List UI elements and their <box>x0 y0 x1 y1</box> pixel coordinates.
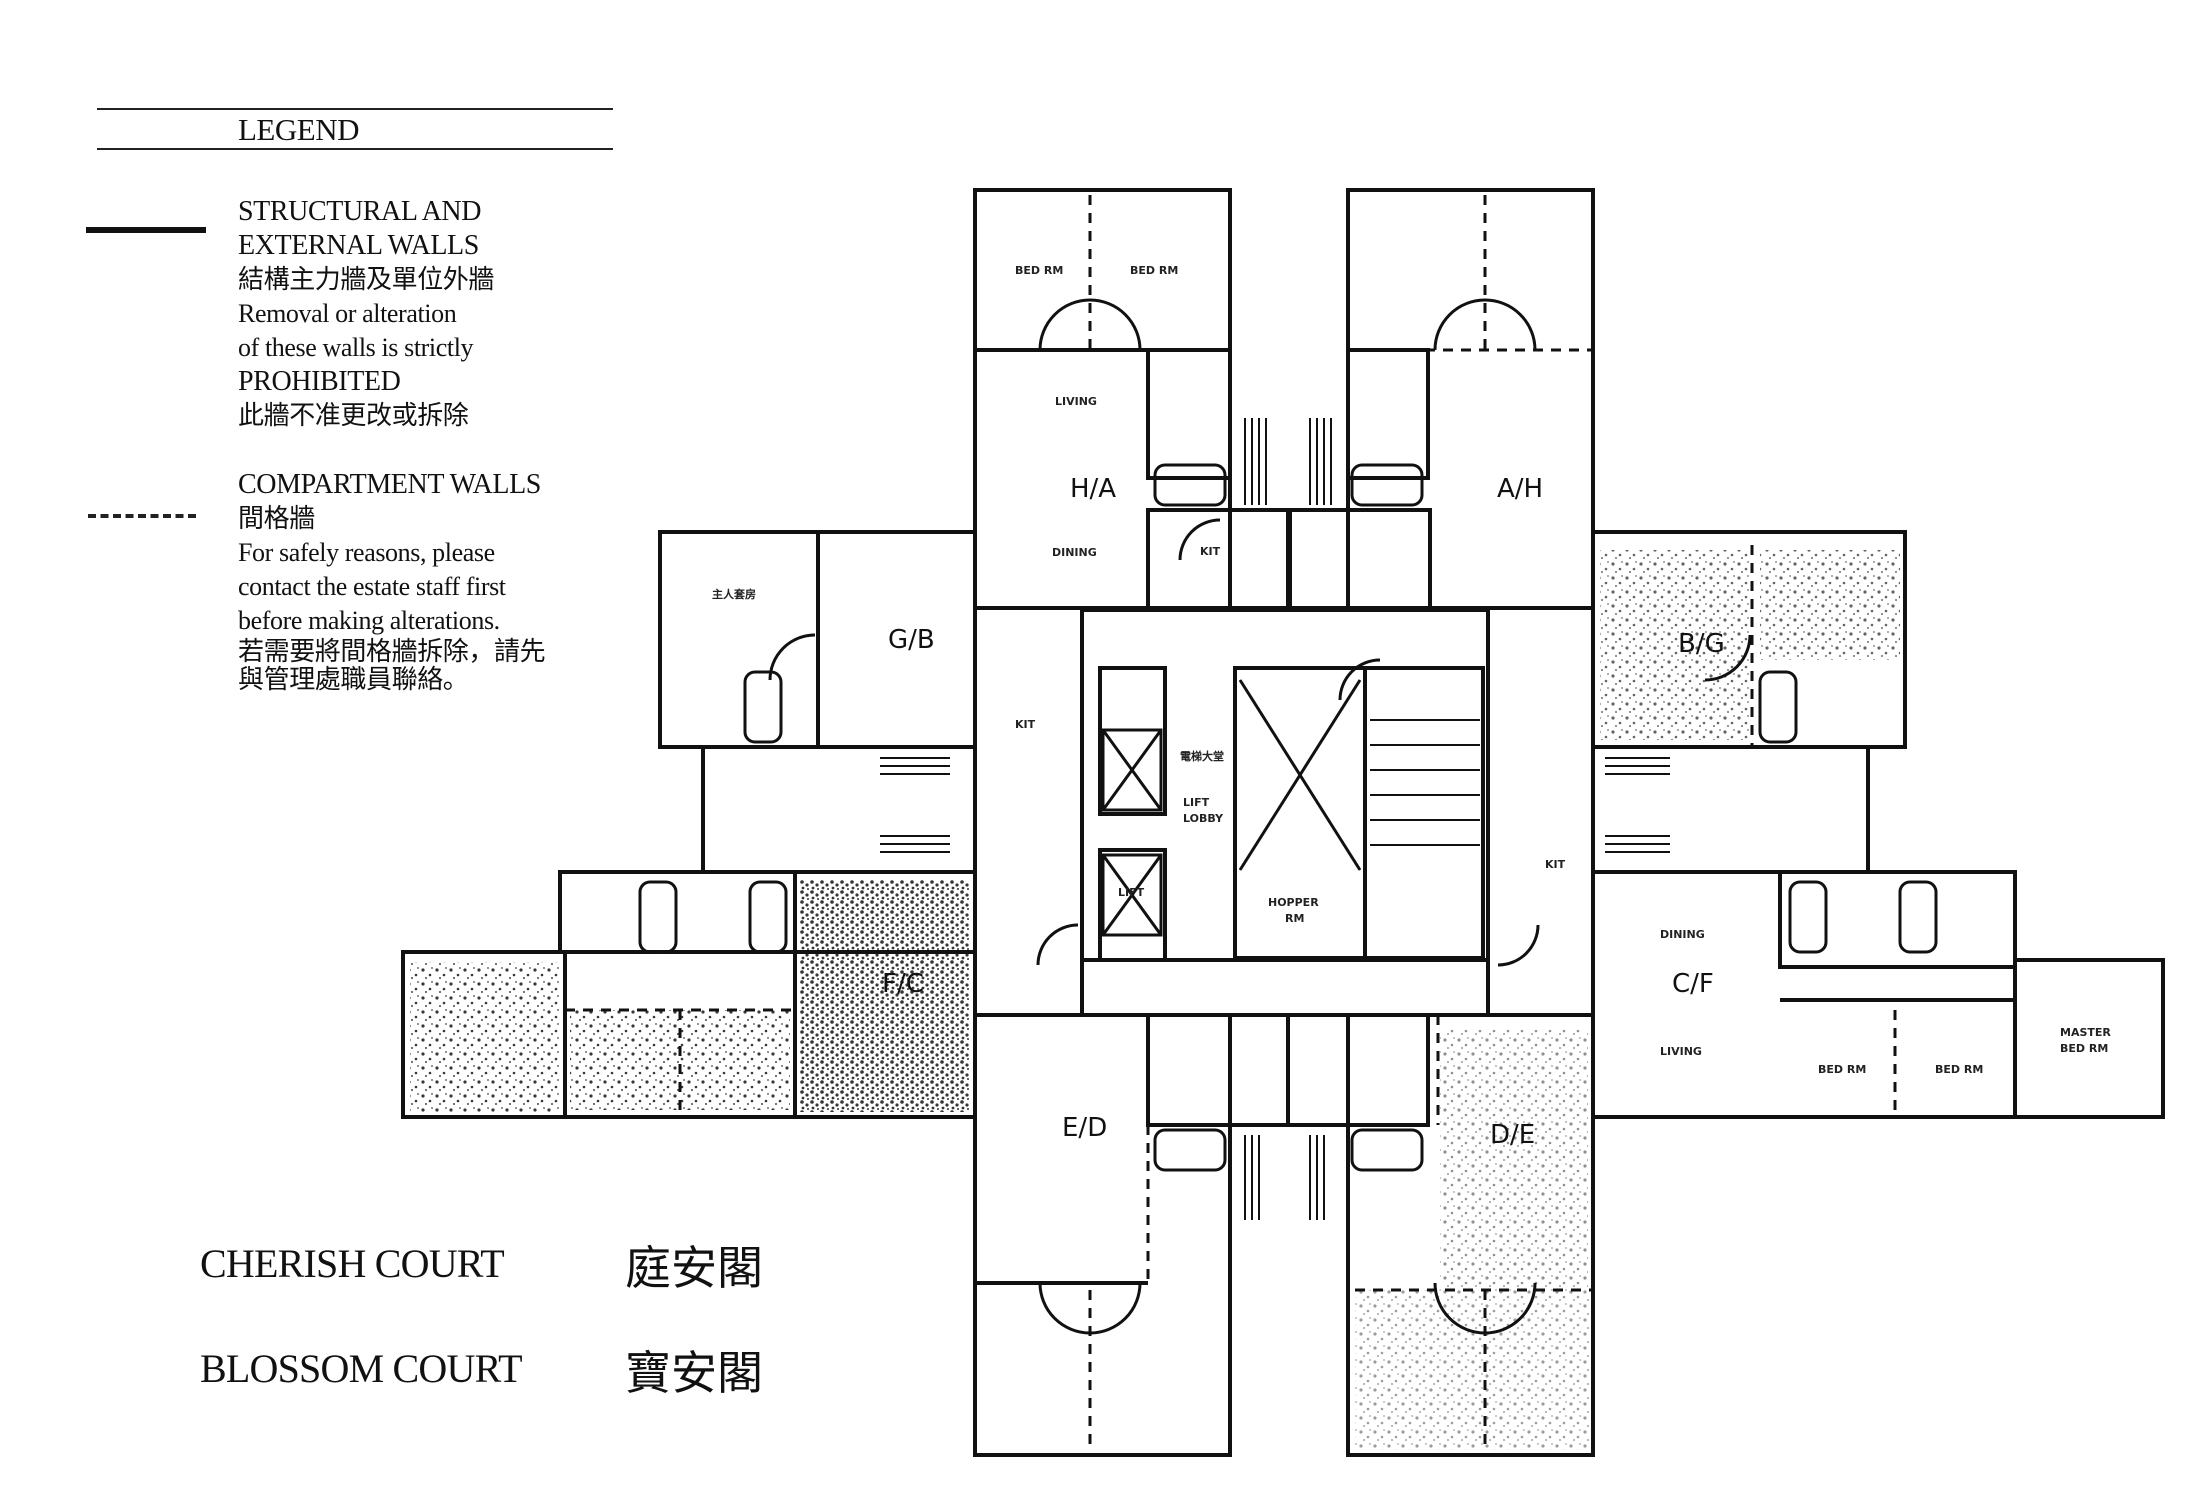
court-name-zh: 庭安閣 <box>625 1241 763 1295</box>
legend-line: 此牆不准更改或拆除 <box>238 401 469 431</box>
room-label: BED RM <box>1130 264 1178 277</box>
unit-label-ha: H/A <box>1070 474 1116 504</box>
room-label: KIT <box>1200 545 1221 558</box>
legend-line: 間格牆 <box>238 504 315 534</box>
room-label: LOBBY <box>1183 812 1224 825</box>
unit-de-walls <box>1286 1013 1595 1457</box>
room-label: MASTER <box>2060 1026 2111 1039</box>
legend-line: contact the estate staff first <box>238 572 506 601</box>
room-label: LIVING <box>1660 1045 1702 1058</box>
unit-label-ah: A/H <box>1497 474 1543 504</box>
room-label: RM <box>1285 912 1304 925</box>
unit-ed-walls <box>973 1013 1290 1457</box>
court-name-zh: 寶安閣 <box>625 1346 763 1400</box>
unit-ah-walls <box>1288 188 1595 610</box>
bathtubs <box>638 463 1938 1172</box>
unit-label-ed: E/D <box>1062 1113 1107 1143</box>
unit-label-fc: F/C <box>882 969 924 999</box>
legend-line: 結構主力牆及單位外牆 <box>238 265 495 295</box>
legend-line: STRUCTURAL AND <box>238 196 482 227</box>
unit-label-cf: C/F <box>1672 969 1714 999</box>
room-label: BED RM <box>2060 1042 2108 1055</box>
stair-treads <box>880 418 1670 1220</box>
legend-bottom-rule <box>97 148 613 150</box>
room-label: KIT <box>1545 858 1566 871</box>
legend-line: of these walls is strictly <box>238 333 474 362</box>
lift-cars <box>1101 679 1362 937</box>
room-label: KIT <box>1015 718 1036 731</box>
room-label: BED RM <box>1935 1063 1983 1076</box>
room-labels: BED RM BED RM LIVING DINING KIT 主人套房 電梯大… <box>712 264 2111 1076</box>
legend-top-rule <box>97 108 613 110</box>
legend-line: PROHIBITED <box>238 366 401 397</box>
legend-line: 與管理處職員聯絡。 <box>238 665 469 695</box>
unit-label-bg: B/G <box>1678 629 1725 659</box>
unit-label-de: D/E <box>1490 1120 1535 1150</box>
compartment-walls <box>565 195 1897 1450</box>
room-label: LIFT <box>1183 796 1210 809</box>
legend-line: before making alterations. <box>238 606 500 635</box>
unit-cf-walls <box>1591 870 2165 1119</box>
legend-line: COMPARTMENT WALLS <box>238 469 541 500</box>
legend-title: LEGEND <box>238 112 359 147</box>
compartment-wall-swatch <box>88 514 196 518</box>
legend-line: Removal or alteration <box>238 299 457 328</box>
room-label: BED RM <box>1818 1063 1866 1076</box>
room-label: HOPPER <box>1268 896 1319 909</box>
structural-wall-swatch <box>86 227 206 233</box>
compartment-wall-description: COMPARTMENT WALLS 間格牆 For safely reasons… <box>238 468 546 695</box>
room-label: BED RM <box>1015 264 1063 277</box>
door-swings <box>768 298 1752 1335</box>
room-label: LIVING <box>1055 395 1097 408</box>
room-label: 電梯大堂 <box>1180 749 1224 763</box>
unit-gb-walls <box>658 530 977 874</box>
room-label: LIFT <box>1118 886 1145 899</box>
room-label: DINING <box>1660 928 1705 941</box>
central-core-walls <box>1080 608 1490 1017</box>
stippled-areas <box>410 550 1900 1450</box>
unit-labels: H/A A/H G/B B/G F/C C/F E/D D/E <box>882 474 1725 1150</box>
court-name-en: BLOSSOM COURT <box>200 1346 523 1391</box>
unit-label-gb: G/B <box>888 625 935 655</box>
legend-line: 若需要將間格牆拆除，請先 <box>238 637 546 667</box>
structural-wall-description: STRUCTURAL AND EXTERNAL WALLS 結構主力牆及單位外牆… <box>238 195 494 433</box>
legend-line: EXTERNAL WALLS <box>238 230 479 261</box>
legend-line: For safely reasons, please <box>238 538 495 567</box>
court-name-en: CHERISH COURT <box>200 1241 505 1286</box>
room-label: 主人套房 <box>712 587 756 601</box>
unit-ha-walls <box>973 188 1290 610</box>
room-label: DINING <box>1052 546 1097 559</box>
